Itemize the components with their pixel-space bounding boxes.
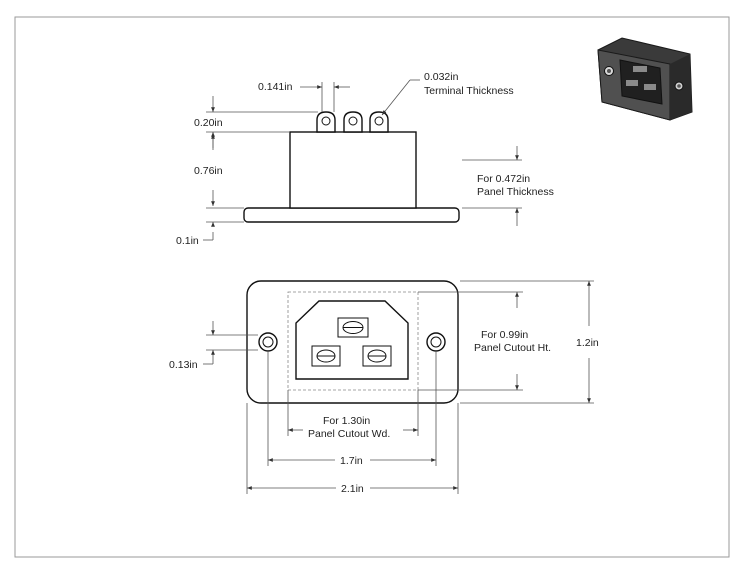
- side-terminals: [316, 111, 389, 133]
- dim-flange-thickness-label: 0.1in: [176, 235, 199, 247]
- dim-terminal-pitch-label: 0.141in: [258, 81, 293, 93]
- dim-panel-thickness-label: Panel Thickness: [477, 186, 554, 198]
- dim-hole-spacing-label: 1.7in: [340, 455, 363, 467]
- dim-cutout-height-value: For 0.99in: [481, 329, 528, 341]
- dim-terminal-height-label: 0.20in: [194, 117, 223, 129]
- front-inlet-outline: [295, 300, 409, 380]
- dim-panel-thickness-value: For 0.472in: [477, 173, 530, 185]
- dim-cutout-height-label: Panel Cutout Ht.: [474, 342, 551, 354]
- isometric-render: [597, 37, 693, 121]
- dim-terminal-thickness-label: Terminal Thickness: [424, 85, 514, 97]
- side-body: [289, 131, 417, 209]
- dim-hole-offset-label: 0.13in: [169, 359, 198, 371]
- dim-terminal-thickness-value: 0.032in: [424, 71, 459, 83]
- dim-body-height-label: 0.76in: [194, 165, 223, 177]
- dim-cutout-width-label: Panel Cutout Wd.: [308, 428, 390, 440]
- dim-overall-width-label: 2.1in: [341, 483, 364, 495]
- front-contacts: [311, 317, 392, 367]
- front-view: 0.13in For 0.99in Panel Cutout Ht. 1.2in…: [169, 280, 599, 495]
- drawing-frame: [14, 16, 730, 558]
- side-flange: [243, 207, 460, 223]
- dim-cutout-width-value: For 1.30in: [323, 415, 370, 427]
- front-body-hidden: [287, 291, 419, 391]
- dim-overall-height-label: 1.2in: [576, 337, 599, 349]
- side-view: 0.20in 0.76in 0.1in 0.141in 0.032in Term…: [176, 71, 554, 247]
